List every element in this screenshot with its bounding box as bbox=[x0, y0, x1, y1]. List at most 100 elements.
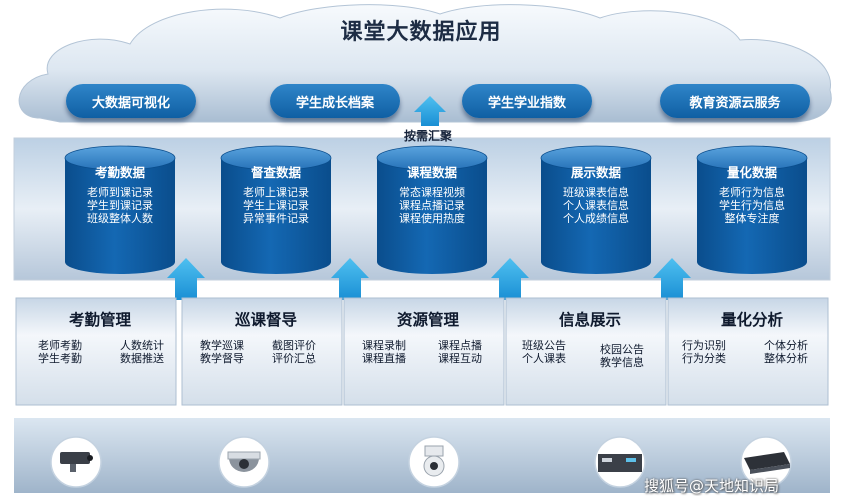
module-item: 评价汇总 bbox=[272, 352, 316, 365]
cylinder-line: 学生到课记录 bbox=[87, 199, 153, 212]
diagram-title: 课堂大数据应用 bbox=[340, 20, 502, 45]
cylinder-supervision bbox=[220, 145, 332, 274]
up-arrow bbox=[331, 258, 369, 300]
cloud-button-resource-service: 教育资源云服务 bbox=[660, 84, 810, 118]
module-panel-attendance bbox=[15, 297, 177, 406]
cylinder-top bbox=[220, 145, 332, 171]
cylinder-line: 课程点播记录 bbox=[399, 199, 465, 212]
module-title-inspection: 巡课督导 bbox=[234, 311, 297, 329]
cylinder-line: 常态课程视频 bbox=[399, 186, 465, 199]
module-item: 校园公告 bbox=[600, 343, 644, 356]
cylinder-line: 异常事件记录 bbox=[243, 212, 309, 225]
module-item: 整体分析 bbox=[764, 352, 808, 365]
module-item: 人数统计 bbox=[120, 339, 164, 352]
aggregate-label: 按需汇聚 bbox=[403, 129, 452, 143]
cylinder-title-course: 课程数据 bbox=[406, 165, 457, 180]
dome-camera-icon bbox=[218, 436, 270, 488]
data-cylinders bbox=[64, 145, 808, 274]
cylinder-line: 学生上课记录 bbox=[243, 199, 309, 212]
module-item: 课程录制 bbox=[362, 339, 406, 352]
module-left-col: 老师考勤 学生考勤 bbox=[28, 339, 92, 365]
module-item: 行为识别 bbox=[682, 339, 726, 352]
module-item: 行为分类 bbox=[682, 352, 726, 365]
cylinder-lines-quantified: 老师行为信息 学生行为信息 整体专注度 bbox=[682, 186, 822, 225]
nvr-icon bbox=[740, 436, 792, 488]
module-item: 班级公告 bbox=[522, 339, 566, 352]
cylinder-top bbox=[376, 145, 488, 171]
module-item: 教学督导 bbox=[200, 352, 244, 365]
cylinder-quantified bbox=[696, 145, 808, 274]
cylinder-body bbox=[541, 158, 651, 274]
module-item: 老师考勤 bbox=[38, 339, 82, 352]
cylinder-attendance bbox=[64, 145, 176, 274]
module-right-col: 人数统计 数据推送 bbox=[110, 339, 174, 365]
cylinder-line: 课程使用热度 bbox=[399, 212, 465, 225]
module-title-resource: 资源管理 bbox=[396, 311, 459, 329]
cylinder-lines-course: 常态课程视频 课程点播记录 课程使用热度 bbox=[362, 186, 502, 225]
upward-arrows bbox=[167, 258, 691, 300]
module-panels bbox=[15, 297, 829, 406]
module-item: 课程直播 bbox=[362, 352, 406, 365]
up-arrow bbox=[167, 258, 205, 300]
cylinder-body bbox=[221, 158, 331, 274]
cylinder-body bbox=[377, 158, 487, 274]
module-item: 课程点播 bbox=[438, 339, 482, 352]
module-panel-analysis bbox=[667, 297, 829, 406]
module-panel-display bbox=[505, 297, 667, 406]
module-title-analysis: 量化分析 bbox=[720, 311, 783, 329]
cloud-button-growth-archive: 学生成长档案 bbox=[270, 84, 400, 118]
cylinder-title-display: 展示数据 bbox=[570, 165, 621, 180]
camera-box-icon bbox=[50, 436, 102, 488]
cylinder-line: 班级整体人数 bbox=[87, 212, 153, 225]
module-right-col: 校园公告 教学信息 bbox=[590, 343, 654, 369]
cylinder-line: 老师行为信息 bbox=[719, 186, 785, 199]
module-left-col: 教学巡课 教学督导 bbox=[190, 339, 254, 365]
module-panel-resource bbox=[343, 297, 505, 406]
module-right-col: 截图评价 评价汇总 bbox=[262, 339, 326, 365]
cylinder-body bbox=[697, 158, 807, 274]
module-left-col: 课程录制 课程直播 bbox=[352, 339, 416, 365]
cylinder-line: 老师到课记录 bbox=[87, 186, 153, 199]
module-item: 截图评价 bbox=[272, 339, 316, 352]
module-panel-inspection bbox=[181, 297, 343, 406]
cylinder-line: 个人课表信息 bbox=[563, 199, 629, 212]
cloud-button-academic-index: 学生学业指数 bbox=[462, 84, 592, 118]
cylinder-top bbox=[64, 145, 176, 171]
module-item: 个体分析 bbox=[764, 339, 808, 352]
cylinder-lines-display: 班级课表信息 个人课表信息 个人成绩信息 bbox=[526, 186, 666, 225]
watermark: 搜狐号@天地知识局 bbox=[644, 477, 780, 495]
cloud-banner bbox=[18, 4, 832, 123]
cylinder-line: 整体专注度 bbox=[724, 212, 780, 225]
module-item: 课程互动 bbox=[438, 352, 482, 365]
cylinder-title-quantified: 量化数据 bbox=[726, 165, 777, 180]
cylinder-display bbox=[540, 145, 652, 274]
cylinder-lines-supervision: 老师上课记录 学生上课记录 异常事件记录 bbox=[206, 186, 346, 225]
module-left-col: 班级公告 个人课表 bbox=[512, 339, 576, 365]
up-arrow bbox=[653, 258, 691, 300]
module-item: 学生考勤 bbox=[38, 352, 82, 365]
cylinder-lines-attendance: 老师到课记录 学生到课记录 班级整体人数 bbox=[50, 186, 190, 225]
device-icons bbox=[50, 436, 792, 488]
recorder-icon bbox=[594, 436, 646, 488]
cylinder-line: 个人成绩信息 bbox=[563, 212, 629, 225]
cloud-button-visualization: 大数据可视化 bbox=[66, 84, 196, 118]
module-title-display: 信息展示 bbox=[558, 311, 621, 329]
cylinder-top bbox=[540, 145, 652, 171]
up-arrow bbox=[491, 258, 529, 300]
module-item: 教学巡课 bbox=[200, 339, 244, 352]
cylinder-title-supervision: 督查数据 bbox=[250, 165, 301, 180]
aggregate-arrow bbox=[414, 96, 446, 126]
ptz-camera-icon bbox=[408, 436, 460, 488]
module-item: 教学信息 bbox=[600, 356, 644, 369]
cylinder-course bbox=[376, 145, 488, 274]
module-item: 个人课表 bbox=[522, 352, 566, 365]
module-left-col: 行为识别 行为分类 bbox=[672, 339, 736, 365]
cylinder-title-attendance: 考勤数据 bbox=[94, 165, 145, 180]
cylinder-line: 老师上课记录 bbox=[243, 186, 309, 199]
cylinder-top bbox=[696, 145, 808, 171]
cylinder-body bbox=[65, 158, 175, 274]
module-right-col: 课程点播 课程互动 bbox=[428, 339, 492, 365]
module-item: 数据推送 bbox=[120, 352, 164, 365]
module-right-col: 个体分析 整体分析 bbox=[754, 339, 818, 365]
